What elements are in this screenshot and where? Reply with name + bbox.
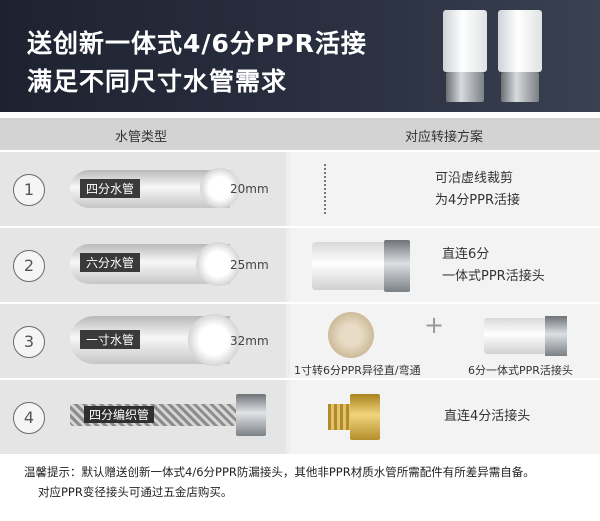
pipe-image: 六分水管 xyxy=(70,242,240,286)
pipe-label: 六分水管 xyxy=(80,253,141,272)
pipe-label: 一寸水管 xyxy=(80,330,141,349)
table-row: 2 六分水管 25mm 直连6分 一体式PPR活接头 xyxy=(0,228,600,302)
pipe-image: 一寸水管 xyxy=(70,314,240,366)
row-number: 1 xyxy=(13,174,45,206)
banner-title-line1: 送创新一体式4/6分PPR活接 xyxy=(27,29,367,58)
hose-nut-image xyxy=(236,394,266,436)
union-caption: 6分一体式PPR活接头 xyxy=(468,364,573,377)
note-line1: 温馨提示：默认赠送创新一体式4/6分PPR防漏接头，其他非PPR材质水管所需配件… xyxy=(24,465,535,479)
pipe-image: 四分水管 xyxy=(70,168,240,208)
braided-hose-image: 四分编织管 xyxy=(70,404,236,426)
ppr-union-nut-image xyxy=(545,316,567,356)
ppr-union-image xyxy=(484,318,546,354)
dashed-cut-line-icon xyxy=(324,164,326,216)
table-header: 水管类型 对应转接方案 xyxy=(0,118,600,150)
header-solution: 对应转接方案 xyxy=(405,130,484,145)
ppr-union-image xyxy=(312,242,386,290)
banner-title-line2: 满足不同尺寸水管需求 xyxy=(27,67,288,96)
row-number: 4 xyxy=(13,402,45,434)
solution-text: 可沿虚线裁剪 为4分PPR活接 xyxy=(435,171,520,208)
pipe-label: 四分编织管 xyxy=(84,406,155,423)
header-pipe-type: 水管类型 xyxy=(115,130,168,145)
row-number: 2 xyxy=(13,250,45,282)
fitting-image-left xyxy=(443,10,487,106)
row-number: 3 xyxy=(13,326,45,358)
pipe-size: 25mm xyxy=(230,258,269,272)
reducer-fitting-image xyxy=(328,312,374,358)
note-line2: 对应PPR变径接头可通过五金店购买。 xyxy=(38,485,233,499)
table-row: 1 四分水管 20mm 可沿虚线裁剪 为4分PPR活接 xyxy=(0,152,600,226)
brass-adapter-image xyxy=(350,394,380,440)
pipe-size: 32mm xyxy=(230,334,269,348)
solution-text: 直连4分活接头 xyxy=(444,409,531,424)
table-row: 4 四分编织管 直连4分活接头 xyxy=(0,380,600,454)
fitting-image-right xyxy=(498,10,542,106)
banner: 送创新一体式4/6分PPR活接 满足不同尺寸水管需求 xyxy=(0,0,600,112)
plus-icon: + xyxy=(424,311,445,339)
solution-text: 直连6分 一体式PPR活接头 xyxy=(442,247,545,284)
table-row: 3 一寸水管 32mm 1寸转6分PPR异径直/弯通 6分一体式PPR活接头 xyxy=(0,304,600,378)
brass-thread-image xyxy=(328,404,352,430)
reducer-caption: 1寸转6分PPR异径直/弯通 xyxy=(294,364,421,377)
pipe-label: 四分水管 xyxy=(80,179,141,198)
ppr-union-nut-image xyxy=(384,240,410,292)
pipe-size: 20mm xyxy=(230,182,269,196)
